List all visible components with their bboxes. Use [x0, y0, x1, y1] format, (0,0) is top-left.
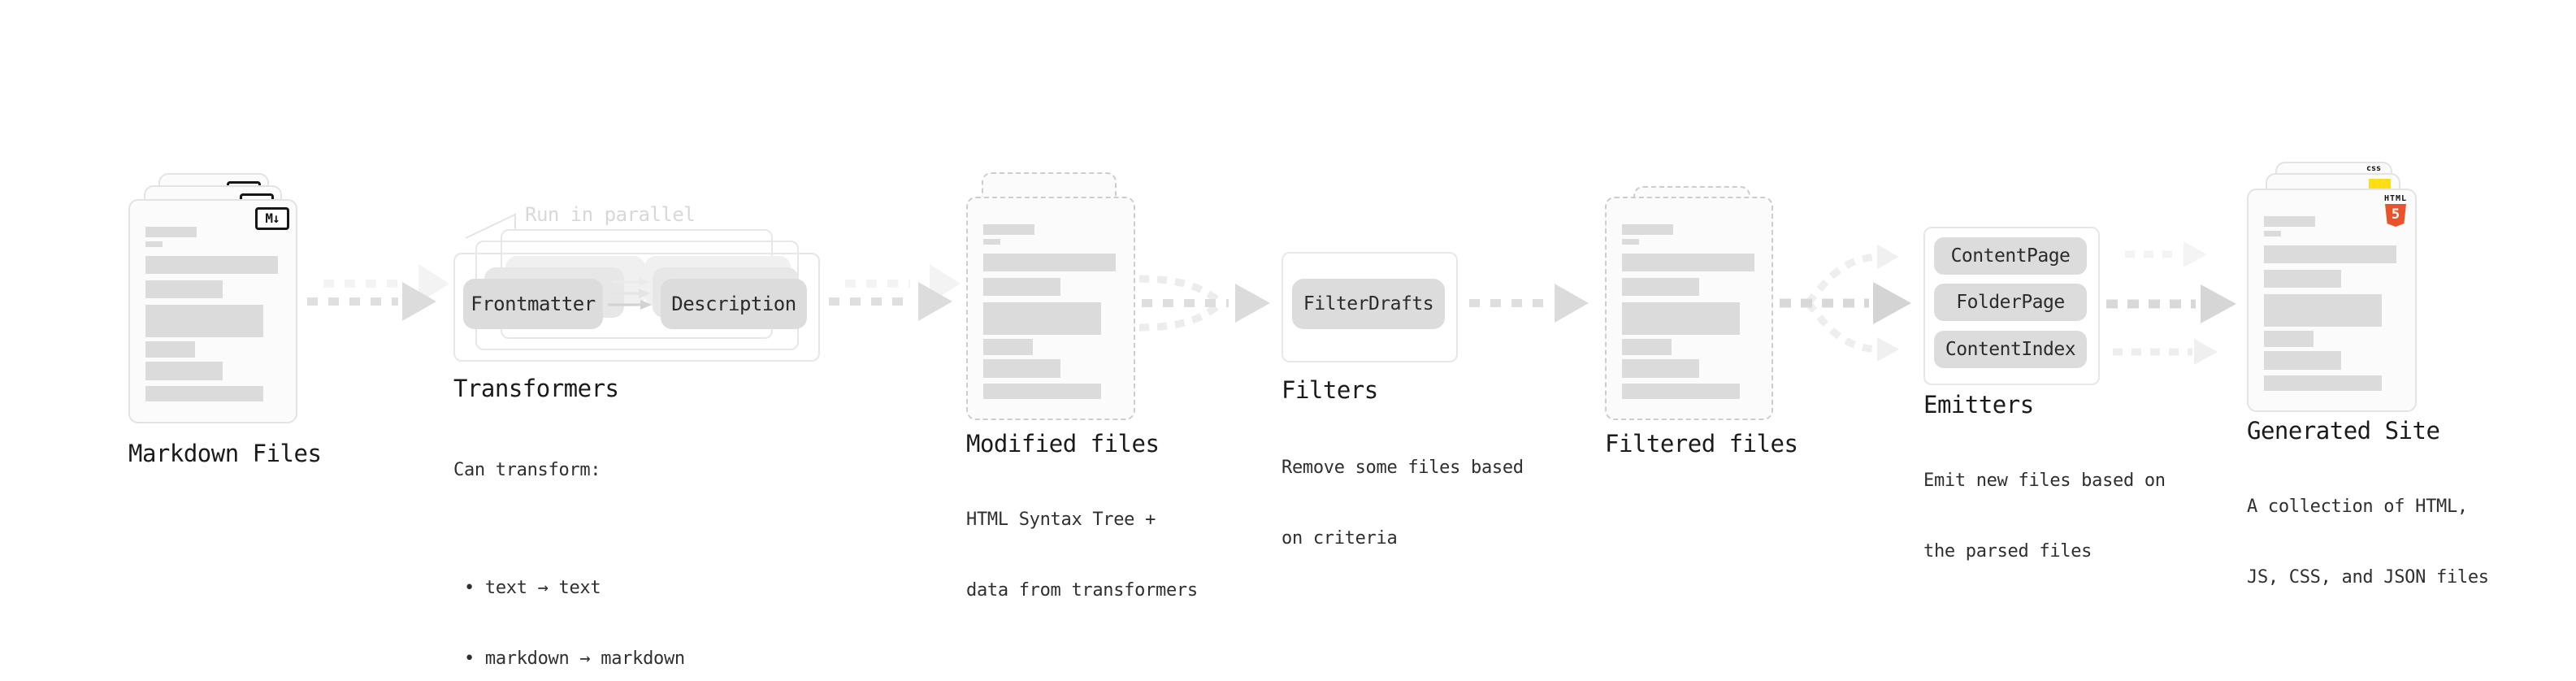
arrow-markdown-to-transformers-ghost-icon: [323, 264, 449, 303]
text-line-placeholder: [145, 241, 163, 247]
transformers-title: Transformers: [453, 375, 619, 402]
text-line-placeholder: [145, 305, 263, 337]
contentindex-pill: ContentIndex: [1934, 331, 2087, 368]
text-line-placeholder: [2264, 294, 2382, 327]
text-line-placeholder: [1622, 239, 1639, 245]
text-line-placeholder: [1622, 224, 1673, 235]
text-line-placeholder: [983, 384, 1101, 399]
text-line-placeholder: [983, 239, 1000, 245]
arrow-modified-to-filters-icon: [1138, 275, 1270, 332]
subtitle-line: data from transformers: [966, 580, 1198, 601]
transform-list: text → text markdown → markdown html → h…: [453, 529, 685, 681]
contentpage-pill: ContentPage: [1934, 237, 2087, 275]
text-line-placeholder: [983, 359, 1060, 378]
emitters-subtitle: Emit new files based on the parsed files: [1923, 422, 2166, 610]
text-line-placeholder: [983, 302, 1101, 335]
emitters-title: Emitters: [1923, 391, 2034, 419]
generated-site-subtitle: A collection of HTML, JS, CSS, and JSON …: [2247, 448, 2489, 636]
subtitle-line: HTML Syntax Tree +: [966, 510, 1156, 530]
text-line-placeholder: [983, 339, 1033, 355]
generated-site-title: Generated Site: [2247, 417, 2440, 445]
folderpage-pill: FolderPage: [1934, 284, 2087, 321]
filters-subtitle: Remove some files based on criteria: [1281, 409, 1524, 597]
arrow-filtered-to-emitters-icon: [1780, 245, 1911, 362]
text-line-placeholder: [2264, 231, 2281, 236]
text-line-placeholder: [2264, 351, 2341, 370]
frontmatter-pill: Frontmatter: [463, 279, 603, 329]
text-line-placeholder: [2264, 245, 2396, 263]
arrow-transformers-to-modified-icon: [829, 282, 952, 321]
transformer-box-front: [453, 253, 820, 362]
text-line-placeholder: [145, 341, 195, 358]
arrow-emitters-to-site-bottom-icon: [2113, 339, 2218, 365]
arrow-emitters-to-site-middle-icon: [2106, 284, 2236, 323]
html5-icon-shield: 5: [2385, 204, 2406, 227]
text-line-placeholder: [1622, 302, 1740, 335]
transformers-description: Can transform: text → text markdown → ma…: [453, 411, 685, 681]
text-line-placeholder: [1622, 278, 1699, 296]
arrow-emitters-to-site-top-icon: [2125, 241, 2207, 267]
filters-title: Filters: [1281, 376, 1378, 404]
text-line-placeholder: [145, 256, 278, 274]
text-line-placeholder: [2264, 331, 2314, 347]
markdown-file-card-front: M↓: [128, 199, 297, 423]
text-line-placeholder: [2264, 270, 2341, 288]
text-line-placeholder: [145, 227, 197, 237]
subtitle-line: Remove some files based: [1281, 458, 1524, 478]
subtitle-line: JS, CSS, and JSON files: [2247, 567, 2489, 588]
modified-files-title: Modified files: [966, 430, 1160, 458]
emitters-box: [1923, 227, 2100, 385]
filterdrafts-pill: FilterDrafts: [1292, 279, 1445, 329]
modified-file-card-front: [966, 197, 1135, 420]
filtered-files-title: Filtered files: [1605, 430, 1798, 458]
arrow-transformers-to-modified-ghost-icon: [845, 264, 961, 303]
text-line-placeholder: [983, 254, 1116, 271]
html5-icon-word: HTML: [2383, 194, 2408, 203]
arrow-filters-to-filtered-icon: [1469, 284, 1589, 323]
generated-site-card-html: HTML 5: [2247, 189, 2417, 412]
text-line-placeholder: [145, 362, 223, 380]
text-line-placeholder: [1622, 339, 1672, 355]
subtitle-line: on criteria: [1281, 528, 1398, 549]
text-line-placeholder: [1622, 254, 1754, 271]
subtitle-line: the parsed files: [1923, 541, 2092, 562]
transformers-desc-heading: Can transform:: [453, 460, 601, 480]
text-line-placeholder: [145, 386, 263, 401]
markdown-icon: M↓: [255, 207, 289, 230]
text-line-placeholder: [983, 224, 1034, 235]
html5-icon: HTML 5: [2383, 194, 2409, 227]
text-line-placeholder: [2264, 375, 2382, 391]
text-line-placeholder: [145, 280, 223, 298]
text-line-placeholder: [1622, 384, 1740, 399]
text-line-placeholder: [1622, 359, 1699, 378]
text-line-placeholder: [983, 278, 1060, 296]
transform-item: text → text: [453, 576, 685, 600]
markdown-files-label: Markdown Files: [128, 440, 322, 467]
arrow-markdown-to-transformers-icon: [307, 282, 436, 321]
run-in-parallel-annotation: Run in parallel: [525, 203, 696, 226]
transform-item: markdown → markdown: [453, 647, 685, 670]
subtitle-line: Emit new files based on: [1923, 471, 2166, 491]
filtered-file-card-front: [1605, 197, 1773, 420]
text-line-placeholder: [2264, 216, 2315, 227]
filters-box: [1281, 252, 1458, 362]
subtitle-line: A collection of HTML,: [2247, 497, 2468, 517]
description-pill: Description: [661, 279, 807, 329]
modified-files-subtitle: HTML Syntax Tree + data from transformer…: [966, 461, 1198, 649]
